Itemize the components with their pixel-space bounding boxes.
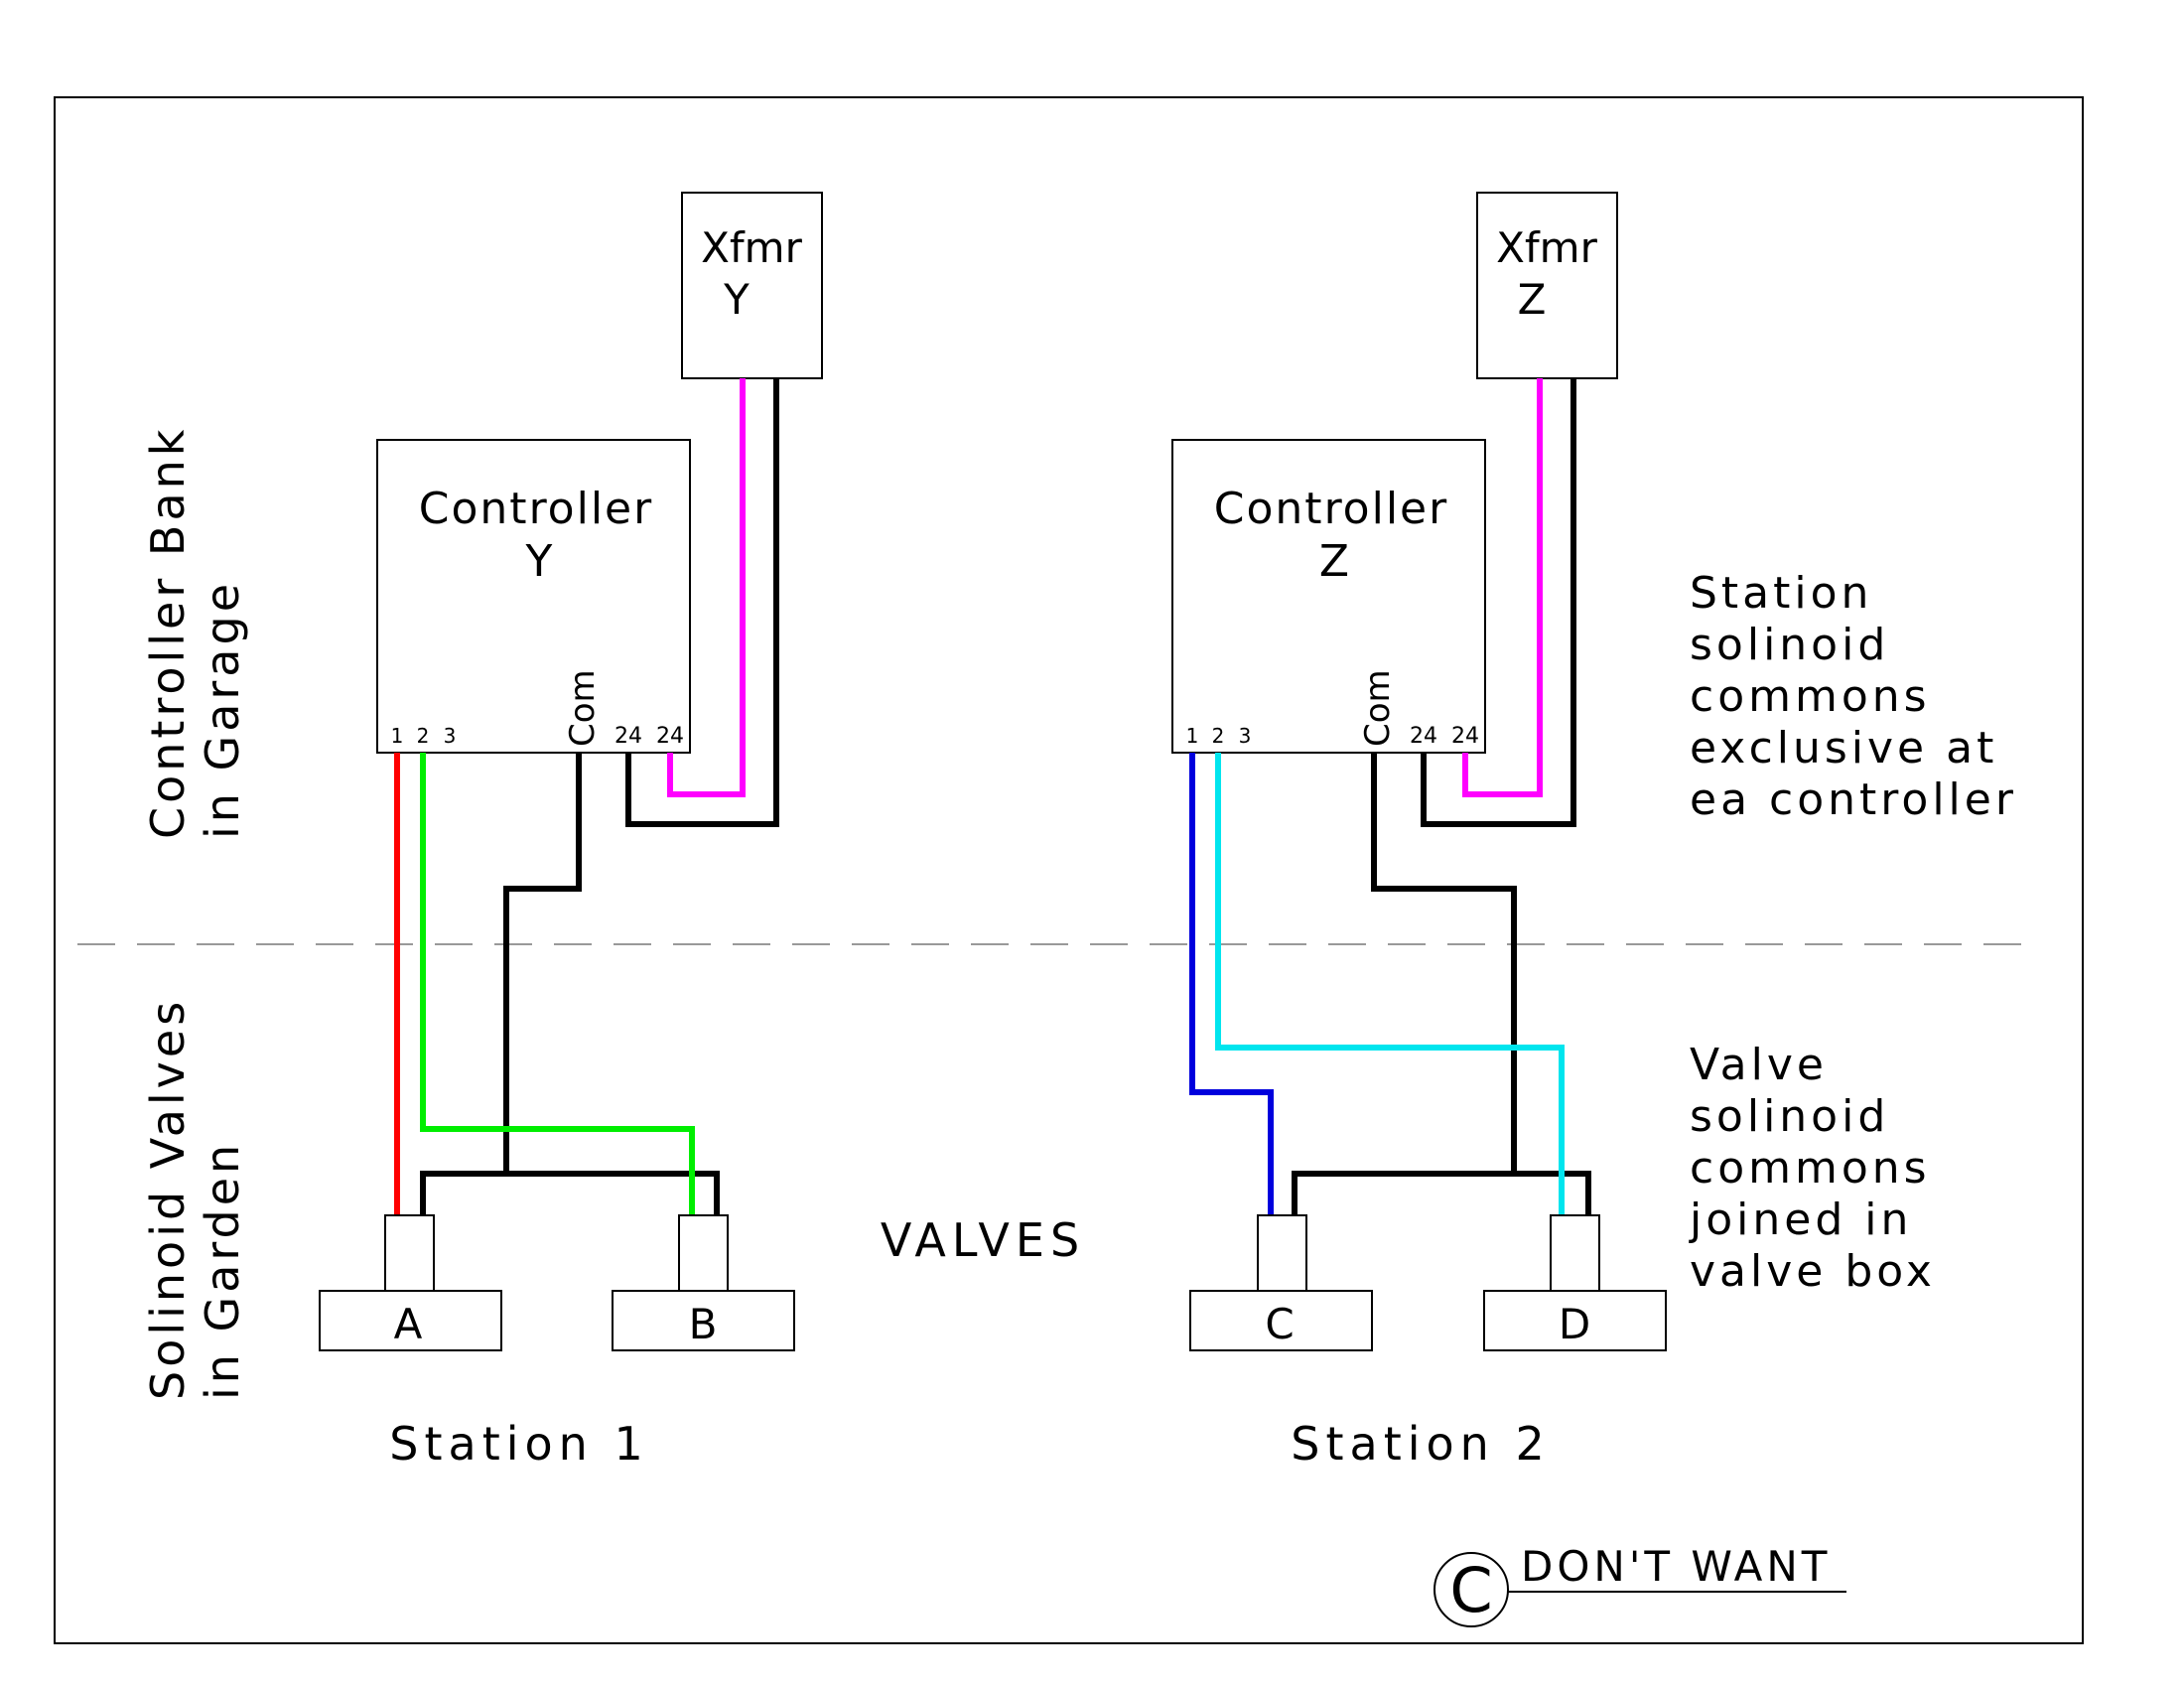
- controller-z-id: Z: [1319, 536, 1349, 587]
- wire-station-d: [1215, 753, 1565, 1215]
- controller-z-terminal-3: 3: [1239, 724, 1252, 748]
- note-top-line-4: exclusive at: [1690, 723, 1997, 773]
- controller-y-title: Controller: [419, 484, 653, 534]
- note-top-line-1: Station: [1690, 568, 1872, 619]
- stamp-letter: C: [1449, 1554, 1492, 1626]
- valve-d-solenoid: [1550, 1214, 1600, 1292]
- note-bottom-line-5: valve box: [1690, 1246, 1936, 1297]
- region-garden-line2: in Garden: [196, 1141, 249, 1400]
- valve-c-label: C: [1265, 1300, 1294, 1348]
- controller-y-terminal-24a: 24: [614, 724, 642, 749]
- controller-z-terminal-1: 1: [1186, 724, 1199, 748]
- valve-d-label: D: [1559, 1300, 1590, 1348]
- note-bottom-line-4: joined in: [1689, 1195, 1912, 1245]
- region-label-garage: Controller Bank in Garage: [141, 426, 249, 839]
- valve-b-label: B: [689, 1300, 718, 1348]
- wire-z-common-bus: [1292, 1171, 1591, 1215]
- note-station-commons: Station solinoid commons exclusive at ea…: [1690, 568, 2017, 825]
- controller-y-terminal-com: Com: [563, 669, 603, 747]
- valve-a-solenoid: [384, 1214, 435, 1292]
- valve-b-solenoid: [678, 1214, 729, 1292]
- wire-y-common-bus: [420, 1171, 720, 1215]
- wire-z-24v: [1462, 378, 1543, 797]
- wire-z-24v-return: [1421, 378, 1576, 827]
- controller-z-terminal-2: 2: [1212, 724, 1225, 748]
- stamp-text: DON'T WANT: [1521, 1542, 1831, 1591]
- transformer-z-box: [1476, 192, 1618, 379]
- wire-station-c: [1189, 753, 1274, 1215]
- wire-z-common: [1371, 753, 1517, 1174]
- valve-c-body: [1189, 1290, 1373, 1351]
- controller-z-terminal-24a: 24: [1410, 724, 1437, 749]
- wire-y-24v-return: [625, 378, 779, 827]
- transformer-z-title: Xfmr: [1496, 223, 1597, 272]
- note-valve-commons: Valve solinoid commons joined in valve b…: [1689, 1040, 1936, 1297]
- note-bottom-line-2: solinoid: [1690, 1091, 1889, 1142]
- transformer-y-title: Xfmr: [701, 223, 802, 272]
- station-2-label: Station 2: [1291, 1417, 1550, 1471]
- note-top-line-3: commons: [1690, 671, 1931, 722]
- controller-y-box: [376, 439, 691, 754]
- valve-c-solenoid: [1257, 1214, 1307, 1292]
- note-top-line-5: ea controller: [1690, 774, 2017, 825]
- controller-y-terminal-3: 3: [444, 724, 457, 748]
- wire-y-common: [503, 753, 582, 1174]
- valves-label: VALVES: [881, 1213, 1085, 1267]
- note-bottom-line-3: commons: [1690, 1143, 1931, 1194]
- controller-z-box: [1171, 439, 1486, 754]
- valve-d-body: [1483, 1290, 1667, 1351]
- transformer-y-id: Y: [723, 275, 750, 324]
- region-garage-line2: in Garage: [196, 580, 249, 839]
- wire-station-2: [420, 753, 695, 1215]
- controller-y-terminal-1: 1: [391, 724, 404, 748]
- controller-y-id: Y: [525, 536, 553, 587]
- transformer-y-box: [681, 192, 823, 379]
- stamp-circle: [1433, 1552, 1509, 1627]
- controller-z-terminal-com: Com: [1358, 669, 1398, 747]
- controller-z-title: Controller: [1214, 484, 1448, 534]
- valve-b-body: [612, 1290, 795, 1351]
- valve-a-label: A: [394, 1300, 423, 1348]
- region-garden-line1: Solinoid Valves: [141, 998, 195, 1400]
- valve-a-body: [319, 1290, 502, 1351]
- note-top-line-2: solinoid: [1690, 620, 1889, 670]
- note-bottom-line-1: Valve: [1690, 1040, 1828, 1090]
- wire-y-24v: [667, 378, 746, 797]
- sheet-border: [54, 96, 2084, 1644]
- region-garage-line1: Controller Bank: [141, 426, 195, 839]
- dont-want-stamp: C DON'T WANT: [1433, 1542, 1846, 1627]
- station-1-label: Station 1: [389, 1417, 648, 1471]
- controller-y-terminal-2: 2: [417, 724, 430, 748]
- controller-z-terminal-24b: 24: [1451, 724, 1479, 749]
- region-label-garden: Solinoid Valves in Garden: [141, 998, 249, 1400]
- controller-y-terminal-24b: 24: [656, 724, 684, 749]
- transformer-z-id: Z: [1518, 275, 1547, 324]
